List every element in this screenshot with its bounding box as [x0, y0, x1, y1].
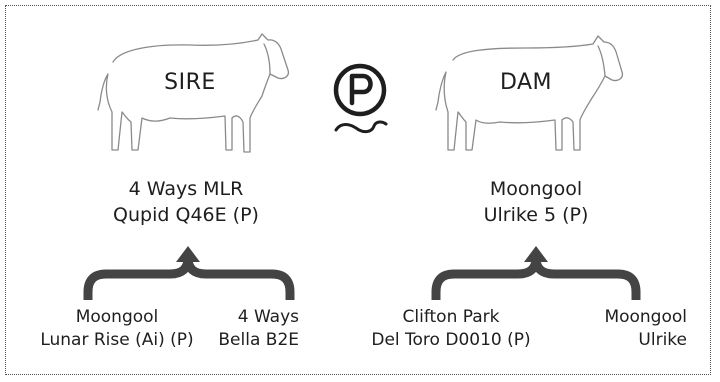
- sire-cow-icon: [97, 33, 290, 153]
- sire-dam-name: 4 Ways Bella B2E: [218, 306, 299, 352]
- dam-sire-name: Clifton Park Del Toro D0010 (P): [371, 306, 530, 352]
- dam-tag: DAM: [499, 70, 553, 95]
- pedigree-frame: [5, 5, 711, 375]
- dam-bracket-arrow: [431, 246, 641, 300]
- sire-sire-name: Moongool Lunar Rise (Ai) (P): [40, 306, 193, 352]
- sire-name-line2: Qupid Q46E (P): [113, 204, 259, 226]
- sire-name-line1: 4 Ways MLR: [128, 178, 244, 200]
- sire-bracket-arrow: [83, 246, 295, 300]
- dam-name-line1: Moongool: [489, 178, 583, 200]
- dam-name-line2: Ulrike 5 (P): [483, 204, 589, 226]
- sire-tag: SIRE: [164, 70, 216, 95]
- dam-dam-name: Moongool Ulrike: [604, 306, 687, 352]
- sire-sire-line2: Lunar Rise (Ai) (P): [40, 330, 194, 350]
- sire-name: 4 Ways MLR Qupid Q46E (P): [113, 176, 259, 228]
- dam-cow-icon: [435, 35, 624, 151]
- polled-p-icon: [333, 63, 388, 134]
- dam-dam-line1: Moongool: [604, 307, 687, 327]
- sire-dam-line1: 4 Ways: [237, 307, 299, 327]
- sire-dam-line2: Bella B2E: [218, 330, 299, 350]
- dam-sire-line2: Del Toro D0010 (P): [371, 330, 531, 350]
- dam-name: Moongool Ulrike 5 (P): [484, 176, 589, 228]
- sire-sire-line1: Moongool: [75, 307, 159, 327]
- dam-sire-line1: Clifton Park: [402, 307, 500, 327]
- dam-dam-line2: Ulrike: [638, 330, 687, 350]
